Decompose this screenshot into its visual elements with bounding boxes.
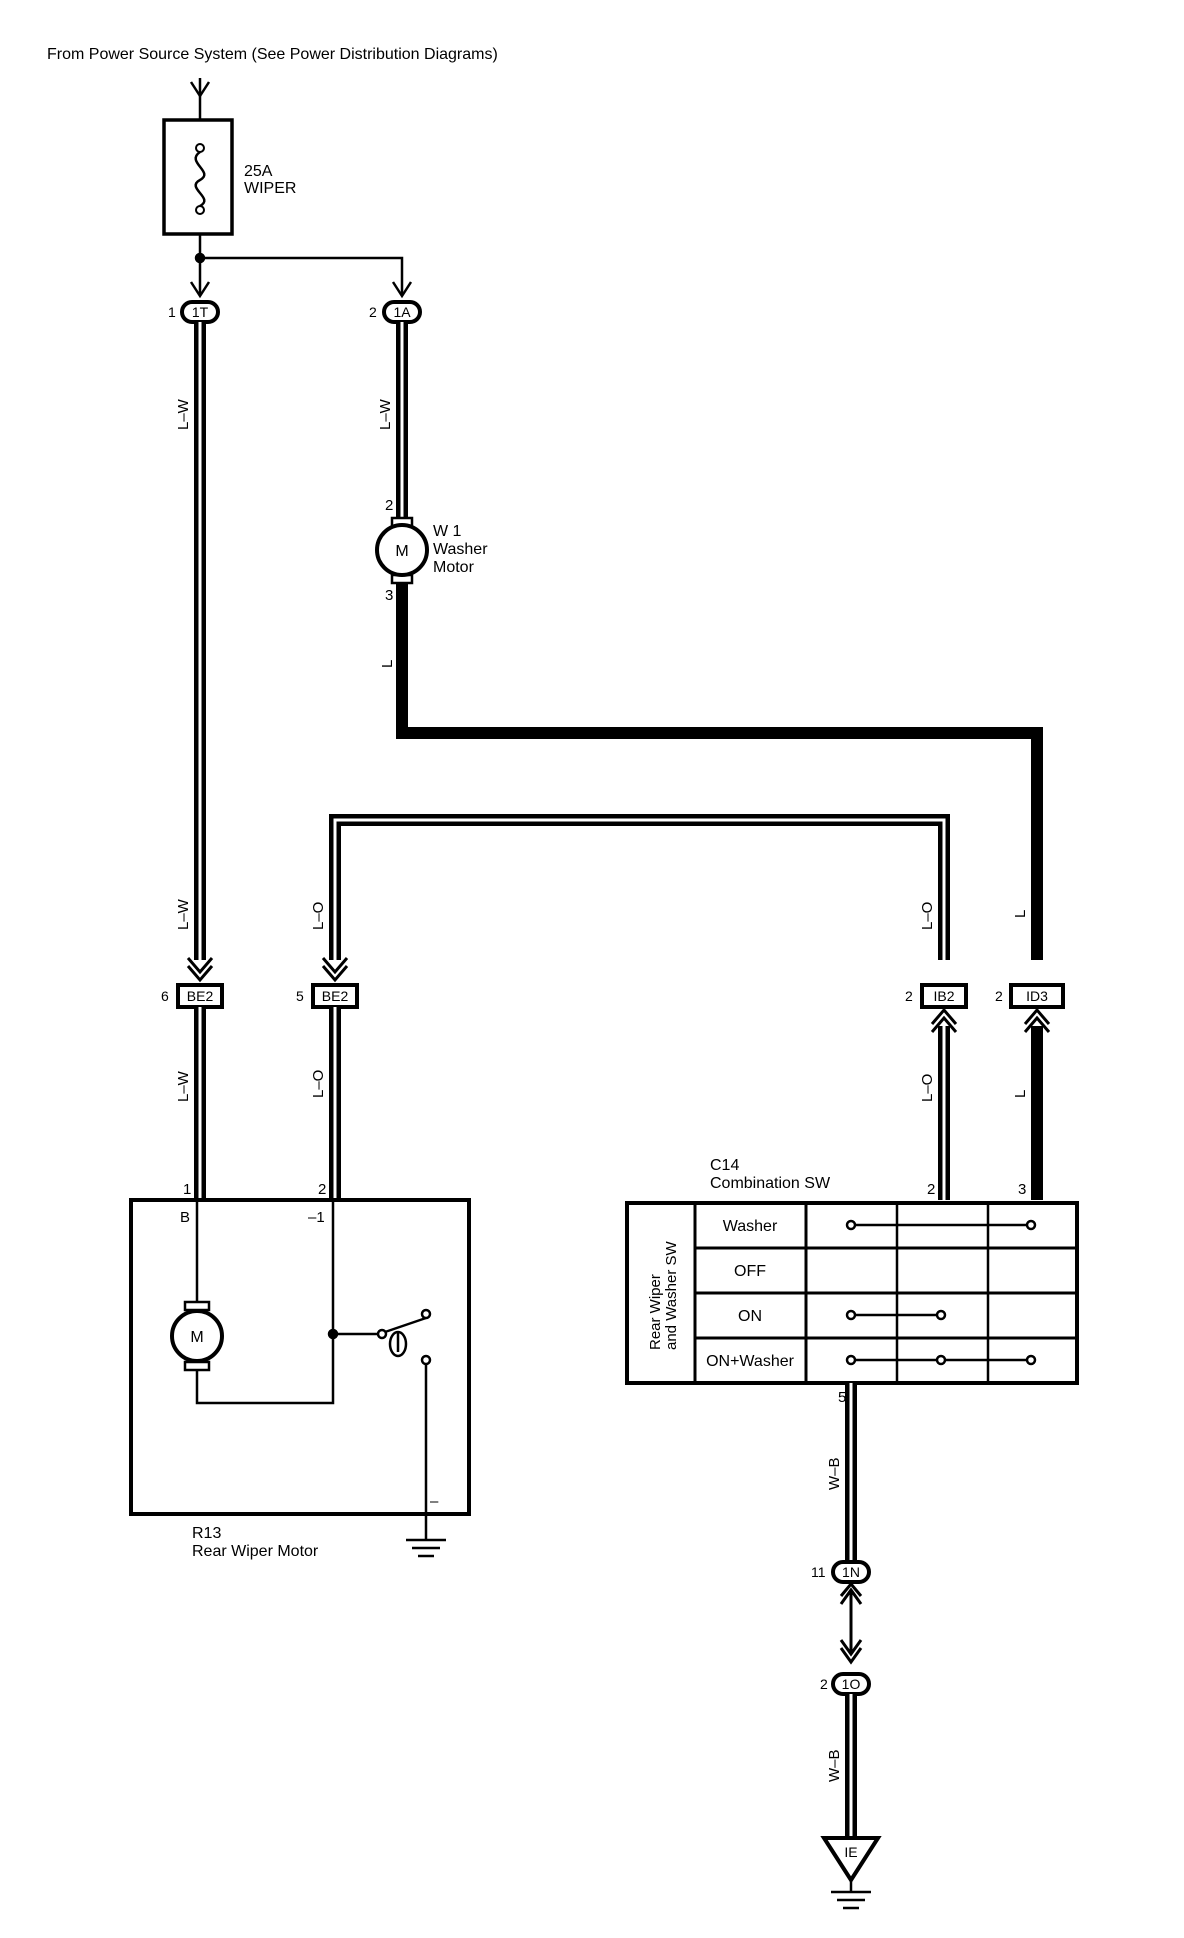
wire-label-lo-2: L–O	[919, 902, 936, 930]
wire-lo-loop	[329, 814, 950, 960]
rear-wiper-motor-pin2: 2	[318, 1181, 326, 1198]
rear-wiper-motor-m: M	[190, 1329, 203, 1346]
combination-sw-pin5: 5	[838, 1389, 846, 1406]
cam-switch-icon	[376, 1308, 432, 1514]
connector-1O-pin: 2	[820, 1676, 828, 1692]
wire-label-lw-4: L–W	[175, 1070, 192, 1102]
wire-label-l-3: L	[1012, 1090, 1029, 1098]
switch-position-off: OFF	[734, 1263, 766, 1280]
wire-label-l-1: L	[379, 660, 396, 668]
wire-label-lo-4: L–O	[919, 1074, 936, 1102]
washer-motor-symbol: M	[395, 543, 408, 560]
wire-l	[396, 583, 1043, 960]
ground-point-ie-label: IE	[844, 1844, 857, 1860]
be2-arrows	[186, 957, 349, 983]
fuse-rating: 25A	[244, 163, 273, 180]
connector-ID3-id: ID3	[1026, 988, 1048, 1004]
connector-BE2-5-id: BE2	[322, 988, 349, 1004]
washer-motor-name-1: Washer	[433, 541, 488, 558]
combination-sw-pin2: 2	[927, 1181, 935, 1198]
connector-BE2-6-id: BE2	[187, 988, 214, 1004]
washer-motor-code: W 1	[433, 523, 462, 540]
wire-label-wb-1: W–B	[826, 1457, 843, 1490]
connector-1N-arrow	[839, 1581, 863, 1665]
rear-wiper-motor-box	[129, 1198, 471, 1516]
switch-position-on: ON	[738, 1308, 762, 1325]
switch-continuity-washer	[845, 1219, 1037, 1231]
switch-position-on-washer: ON+Washer	[706, 1353, 795, 1370]
rear-wiper-motor-pin1: 1	[183, 1181, 191, 1198]
connector-ID3-pin: 2	[995, 988, 1003, 1004]
connector-1A-pin: 2	[369, 304, 377, 320]
washer-motor-pin-top: 2	[385, 497, 393, 514]
washer-motor	[375, 516, 429, 585]
rear-wiper-motor-term-b: B	[180, 1209, 190, 1226]
rear-wiper-motor-term-ground: –	[430, 1493, 439, 1510]
combination-sw-code: C14	[710, 1157, 739, 1174]
washer-motor-name-2: Motor	[433, 559, 475, 576]
power-source-label: From Power Source System (See Power Dist…	[47, 46, 498, 63]
combination-sw-side-label-2: and Washer SW	[663, 1241, 680, 1350]
wire-label-lo-1: L–O	[310, 902, 327, 930]
switch-side-arrows	[930, 1007, 1051, 1033]
ground-icon-wiper	[406, 1514, 446, 1558]
wire-label-wb-2: W–B	[826, 1749, 843, 1782]
rear-wiper-motor-name: Rear Wiper Motor	[192, 1543, 319, 1560]
connector-ID3	[1009, 983, 1065, 1009]
wire-label-lw-1: L–W	[175, 398, 192, 430]
wire-label-lw-3: L–W	[377, 398, 394, 430]
connector-1N-id: 1N	[842, 1564, 860, 1580]
wire-label-lo-3: L–O	[310, 1070, 327, 1098]
connector-1N-pin: 11	[811, 1564, 826, 1580]
wire-label-l-2: L	[1012, 910, 1029, 918]
connector-IB2-pin: 2	[905, 988, 913, 1004]
combination-sw-pin3: 3	[1018, 1181, 1026, 1198]
connector-IB2-id: IB2	[933, 988, 954, 1004]
rear-wiper-motor-symbol	[170, 1300, 224, 1372]
connector-BE2-5-pin: 5	[296, 988, 304, 1004]
fuse-wiper	[162, 118, 234, 258]
ground-icon-ie	[831, 1880, 871, 1910]
wire-label-lw-2: L–W	[175, 898, 192, 930]
rear-wiper-internal-wiring	[195, 1200, 378, 1405]
rear-wiper-motor-term-1: –1	[308, 1209, 325, 1226]
fuse-name: WIPER	[244, 180, 296, 197]
ground-point-ie	[820, 1836, 882, 1884]
connector-1A-id: 1A	[393, 304, 411, 320]
power-input-arrow	[189, 78, 211, 120]
connector-1O-id: 1O	[842, 1676, 861, 1692]
fuse-split-wire	[194, 252, 404, 295]
switch-continuity-on-washer	[845, 1354, 1037, 1366]
combination-sw-name: Combination SW	[710, 1175, 831, 1192]
switch-continuity-on	[845, 1309, 947, 1321]
connector-IB2	[920, 983, 968, 1009]
connector-1T-id: 1T	[192, 304, 209, 320]
connector-BE2-6-pin: 6	[161, 988, 169, 1004]
combination-sw-side-label-1: Rear Wiper	[647, 1274, 664, 1350]
washer-motor-pin-bottom: 3	[385, 587, 393, 604]
connector-1T-pin: 1	[168, 304, 176, 320]
switch-position-washer: Washer	[723, 1218, 778, 1235]
rear-wiper-motor-code: R13	[192, 1525, 221, 1542]
